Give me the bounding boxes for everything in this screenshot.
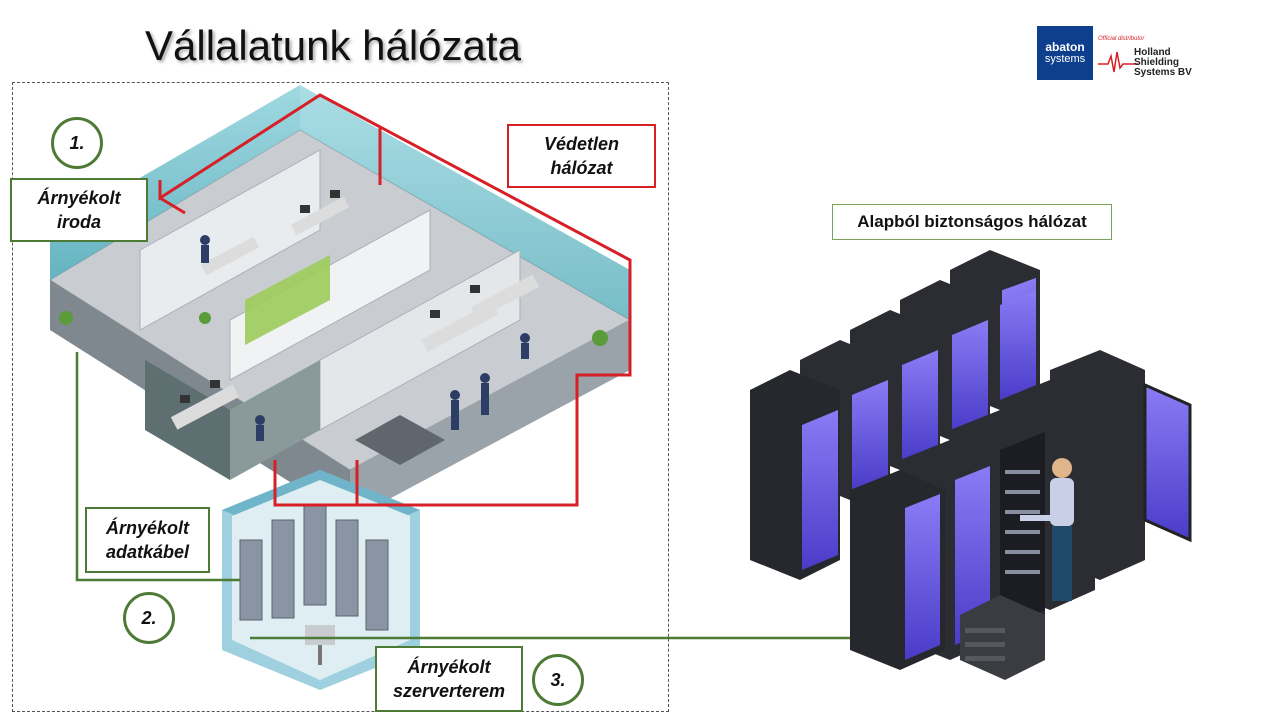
unprotected-network-lines [158, 93, 632, 507]
step-3-marker: 3. [532, 654, 584, 706]
abaton-logo: abaton systems [1037, 26, 1093, 80]
server-room-illustration [222, 470, 420, 690]
abaton-logo-line2: systems [1044, 53, 1086, 65]
shielded-server-room-label: Árnyékolt szerverterem [375, 646, 523, 712]
holland-name: Holland Shielding Systems BV [1134, 47, 1192, 78]
holland-shielding-logo: Official distributor Holland Shielding S… [1098, 36, 1208, 82]
signal-wave-icon [1098, 51, 1138, 73]
shielded-cable-label: Árnyékolt adatkábel [85, 507, 210, 573]
page-title: Vállalatunk hálózata [145, 22, 521, 69]
abaton-logo-line1: abaton [1045, 40, 1085, 54]
shielded-cable-lines [75, 352, 860, 640]
company-network-frame [12, 82, 669, 712]
partner-caption: Official distributor [1098, 36, 1145, 42]
secure-network-label: Alapból biztonságos hálózat [832, 204, 1112, 240]
step-1-marker: 1. [51, 117, 103, 169]
shielded-office-label: Árnyékolt iroda [10, 178, 148, 242]
unprotected-network-label: Védetlen hálózat [507, 124, 656, 188]
server-racks [750, 250, 1192, 680]
step-2-marker: 2. [123, 592, 175, 644]
office-illustration [49, 85, 632, 520]
